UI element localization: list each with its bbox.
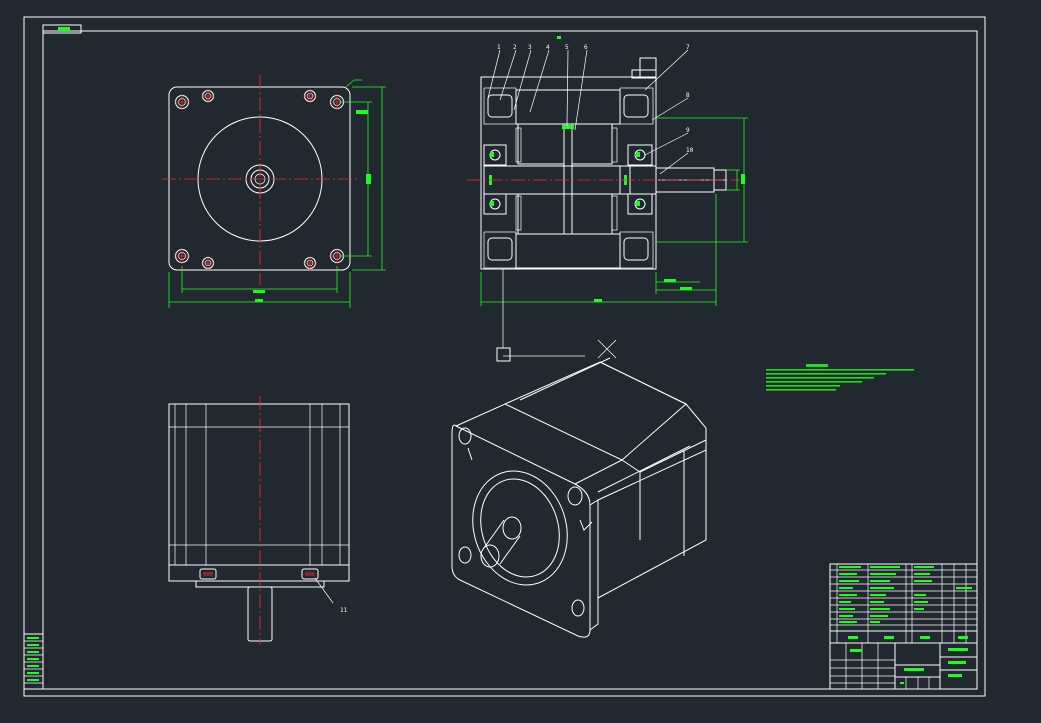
inner-border [42,30,978,690]
callout-10: 10 [686,147,694,154]
isometric-view [451,357,707,638]
rotor-upper-left [517,123,565,165]
callout-5: 5 [565,44,569,51]
tech-requirements [766,364,914,391]
section-view: 1 2 3 4 5 6 7 8 9 10 11 [314,36,748,614]
section-callout-labels: 1 2 3 4 5 6 7 8 9 10 11 [340,44,694,614]
callout-1: 1 [497,44,501,51]
outer-border [23,16,986,697]
front-flange [168,86,351,271]
front-view [162,75,386,308]
side-view [168,396,350,645]
callout-4: 4 [546,44,550,51]
left-revision-strip [23,633,44,690]
callout-11: 11 [340,607,348,614]
callout-7: 7 [686,44,690,51]
sheet-tag-box [42,24,82,34]
callout-9: 9 [686,127,690,134]
callout-6: 6 [584,44,588,51]
sheet-tag-mark [58,27,70,31]
section-callout-leaders [314,49,689,604]
stator-bottom [515,233,621,269]
callout-2: 2 [513,44,517,51]
front-dimensions [168,79,386,308]
callout-8: 8 [686,92,690,99]
title-block [829,563,978,690]
callout-3: 3 [528,44,532,51]
